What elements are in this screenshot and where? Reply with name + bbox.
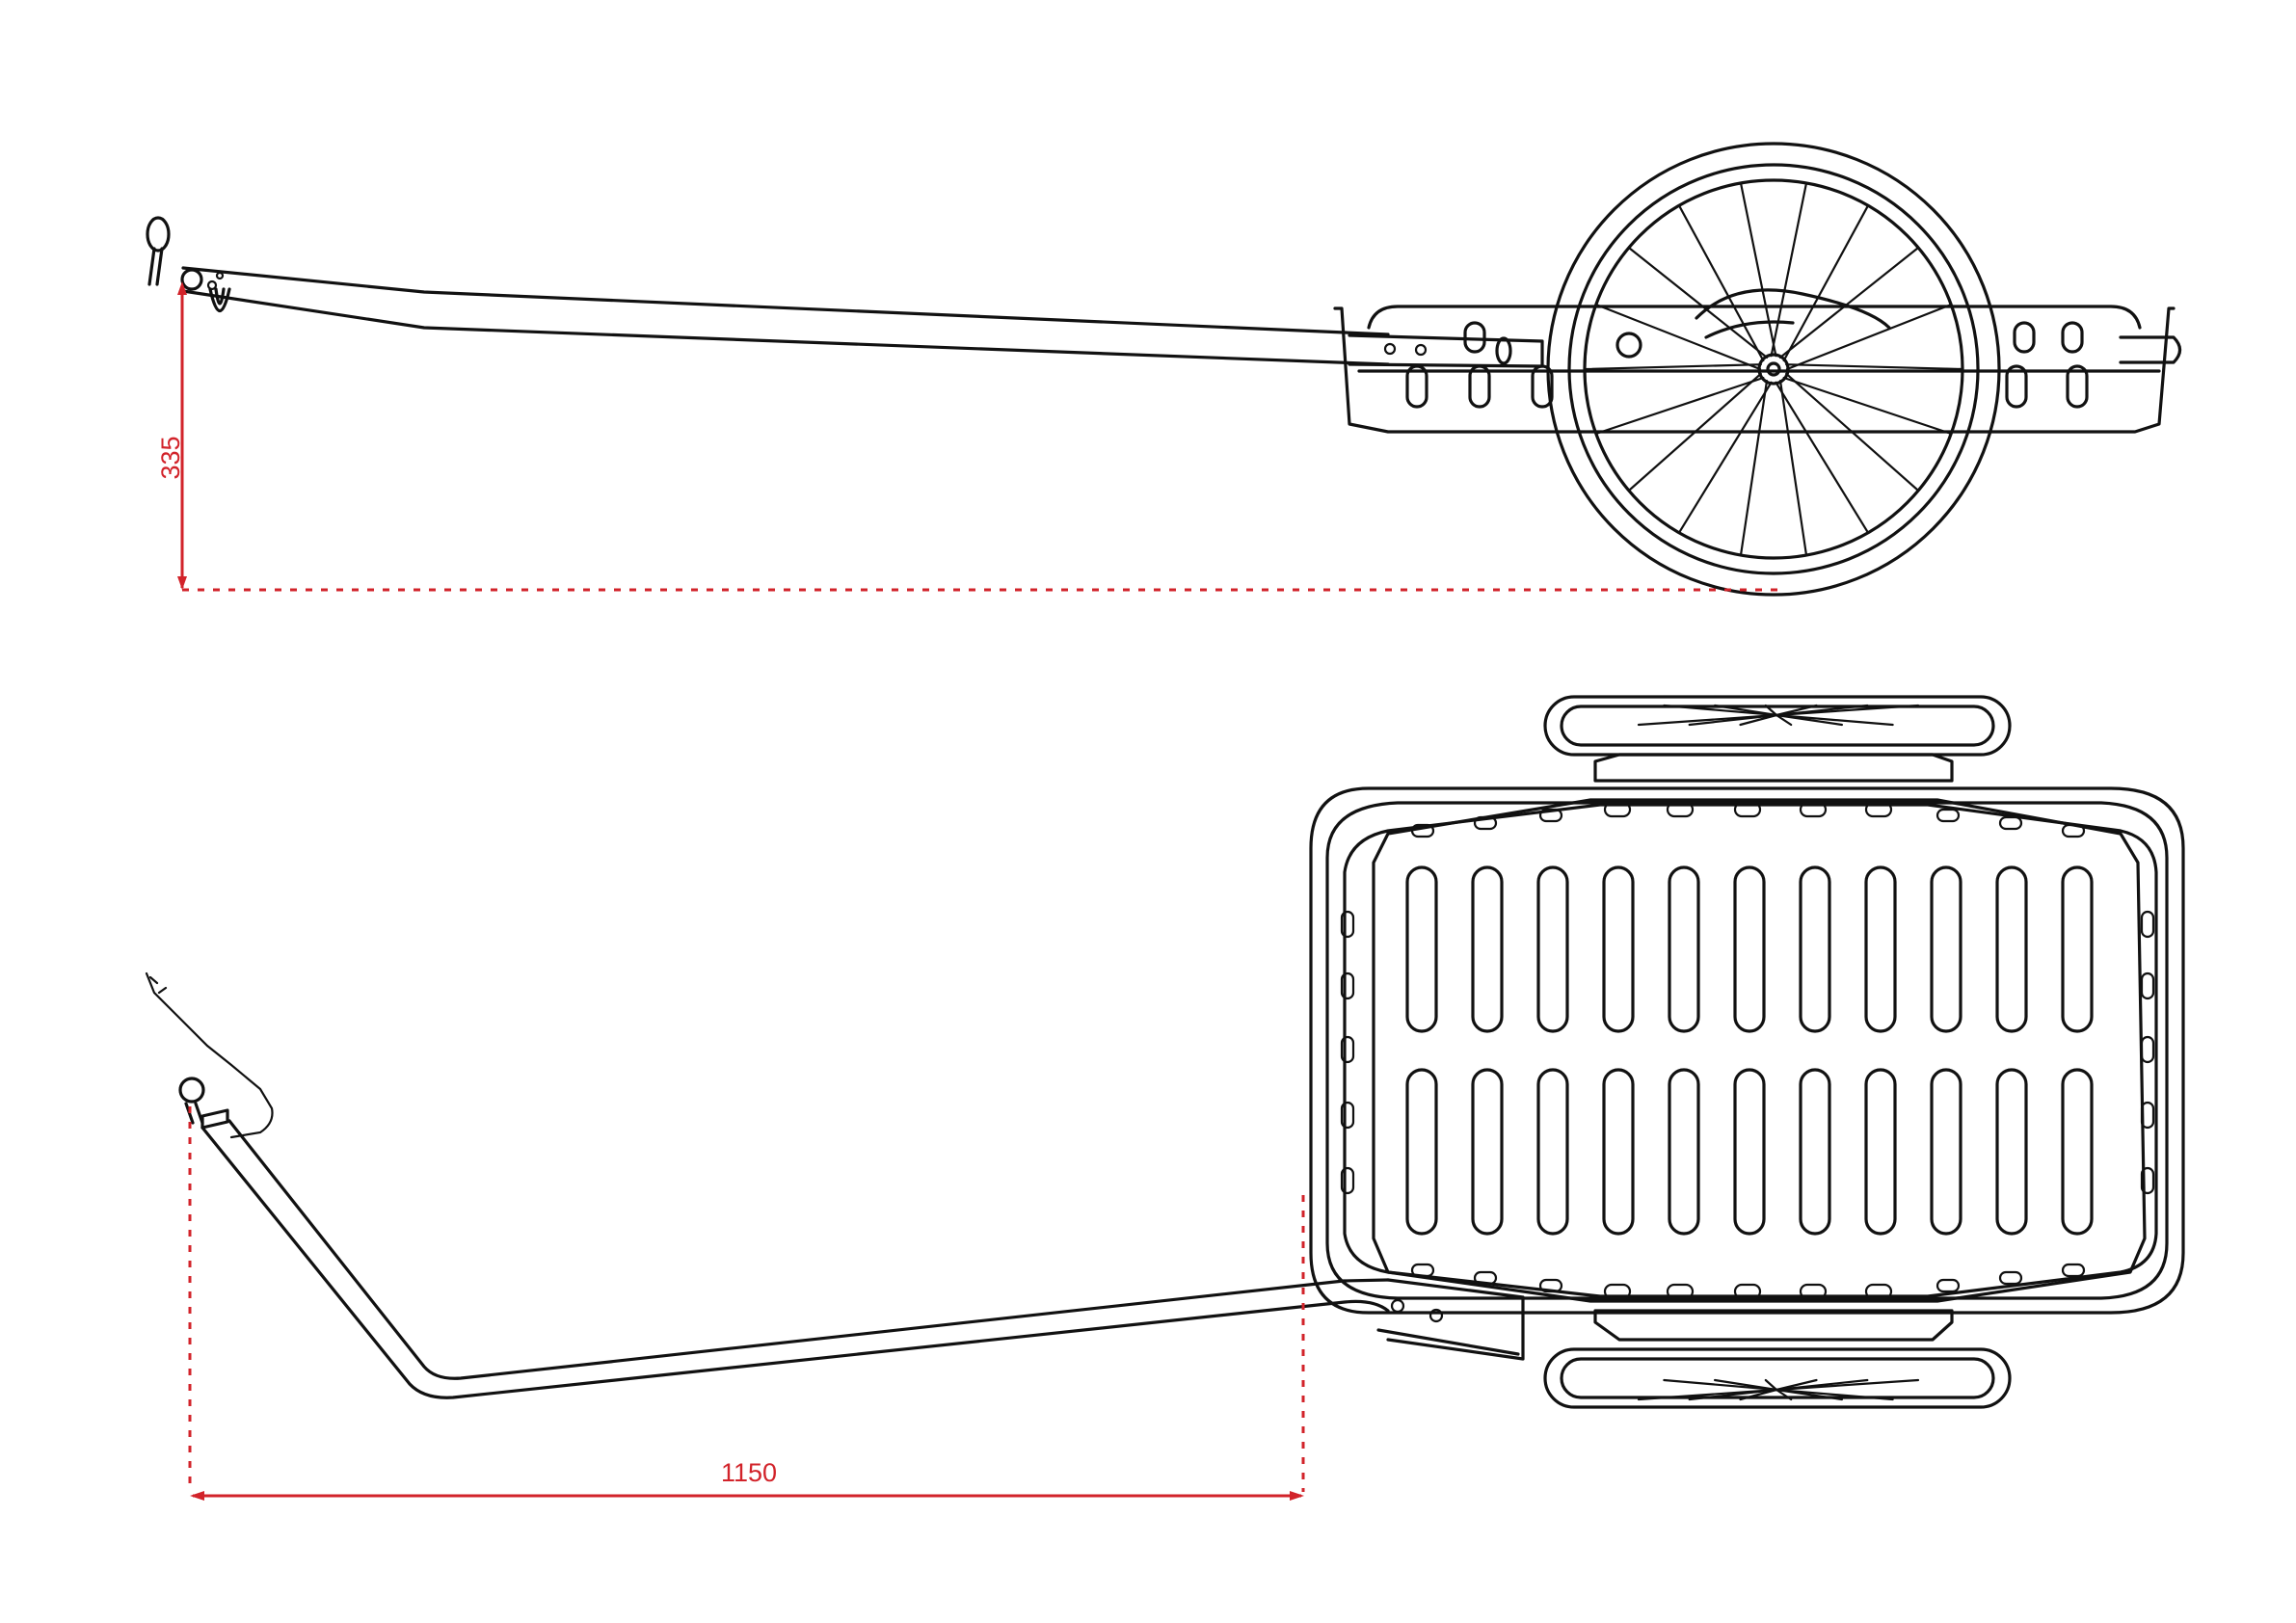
wheel-spoke [1785, 363, 1964, 371]
floor-slot [1995, 865, 2028, 1033]
wheel-spoke [1775, 381, 1870, 534]
wheel-spoke [1663, 704, 1778, 717]
length-dimension-label: 1150 [721, 1458, 777, 1487]
height-dimension-label: 335 [156, 436, 185, 479]
wheel-spoke [1775, 1388, 1894, 1401]
tray-side-slots [1340, 910, 2155, 1195]
floor-slot [1995, 1068, 2028, 1236]
wheel-spoke [1594, 303, 1762, 371]
floor-slot [2061, 865, 2094, 1033]
wheel-spoke [1739, 1388, 1778, 1401]
wheel-spoke [1778, 246, 1920, 359]
floor-slot [1864, 1068, 1897, 1236]
wheel-spoke [1778, 380, 1808, 557]
floor-slot [1405, 865, 1438, 1033]
floor-slot [1930, 1068, 1962, 1236]
wheel-spoke [1785, 303, 1953, 371]
wheel-spoke [1713, 1378, 1778, 1392]
wheel-spokes [1637, 704, 1920, 727]
length-dimension: 1150 [188, 1106, 1305, 1501]
floor-slot [1668, 865, 1700, 1033]
side-drawbar [181, 266, 1544, 368]
floor-slot [1536, 865, 1569, 1033]
top-wheel-upper [1543, 695, 2012, 757]
wheel-spoke [1770, 181, 1808, 358]
floor-slot [1405, 1068, 1438, 1236]
wheel-spoke [1775, 713, 1894, 727]
floor-slot [1733, 865, 1766, 1033]
floor-slot [2061, 1068, 2094, 1236]
side-view [146, 142, 2182, 597]
side-wheel [1546, 142, 2001, 597]
wheel-spoke [1739, 181, 1777, 358]
wheel-spoke [1663, 1378, 1778, 1392]
wheel-spoke [1775, 704, 1920, 717]
floor-slot [1864, 865, 1897, 1033]
tray-edge-slots-lower [1410, 1263, 2086, 1300]
floor-slot [1602, 1068, 1635, 1236]
floor-slot [1668, 1068, 1700, 1236]
floor-slot [1733, 1068, 1766, 1236]
wheel-spoke [1775, 1388, 1793, 1401]
floor-slot [1799, 1068, 1831, 1236]
wheel-spoke [1785, 372, 1920, 492]
wheel-spoke [1713, 704, 1778, 717]
top-view [145, 695, 2185, 1409]
floor-slot [1471, 865, 1504, 1033]
top-wheel-lower [1543, 1347, 2012, 1409]
top-drawbar [200, 1119, 1525, 1399]
tray-edge-slots-upper [1410, 801, 2086, 838]
floor-slot [1930, 865, 1962, 1033]
tray-floor-slots [1405, 865, 2094, 1236]
wheel-spoke [1775, 713, 1793, 727]
wheel-spoke [1782, 204, 1870, 362]
wheel-spoke [1739, 380, 1769, 557]
height-dimension: 335 [156, 281, 1783, 592]
wheel-spoke [1764, 704, 1778, 717]
wheel-spoke [1627, 372, 1762, 492]
top-cargo-tray [1309, 786, 2185, 1315]
wheel-spoke [1782, 376, 1953, 436]
wheel-spoke [1764, 1378, 1778, 1392]
floor-slot [1799, 865, 1831, 1033]
wheel-spokes [1637, 1378, 1920, 1401]
wheel-spoke [1627, 246, 1769, 359]
floor-slot [1602, 865, 1635, 1033]
wheel-spoke [1688, 1388, 1778, 1401]
wheel-spoke [1677, 381, 1773, 534]
floor-slot [1471, 1068, 1504, 1236]
floor-slot [1536, 1068, 1569, 1236]
wheel-spoke [1775, 1378, 1920, 1392]
wheel-spokes [1583, 181, 1964, 557]
wheel-spoke [1739, 713, 1778, 727]
wheel-spoke [1583, 363, 1762, 371]
wheel-spoke [1688, 713, 1778, 727]
top-hitch [145, 971, 274, 1139]
wheel-spoke [1677, 204, 1765, 362]
wheel-spoke [1594, 376, 1765, 436]
